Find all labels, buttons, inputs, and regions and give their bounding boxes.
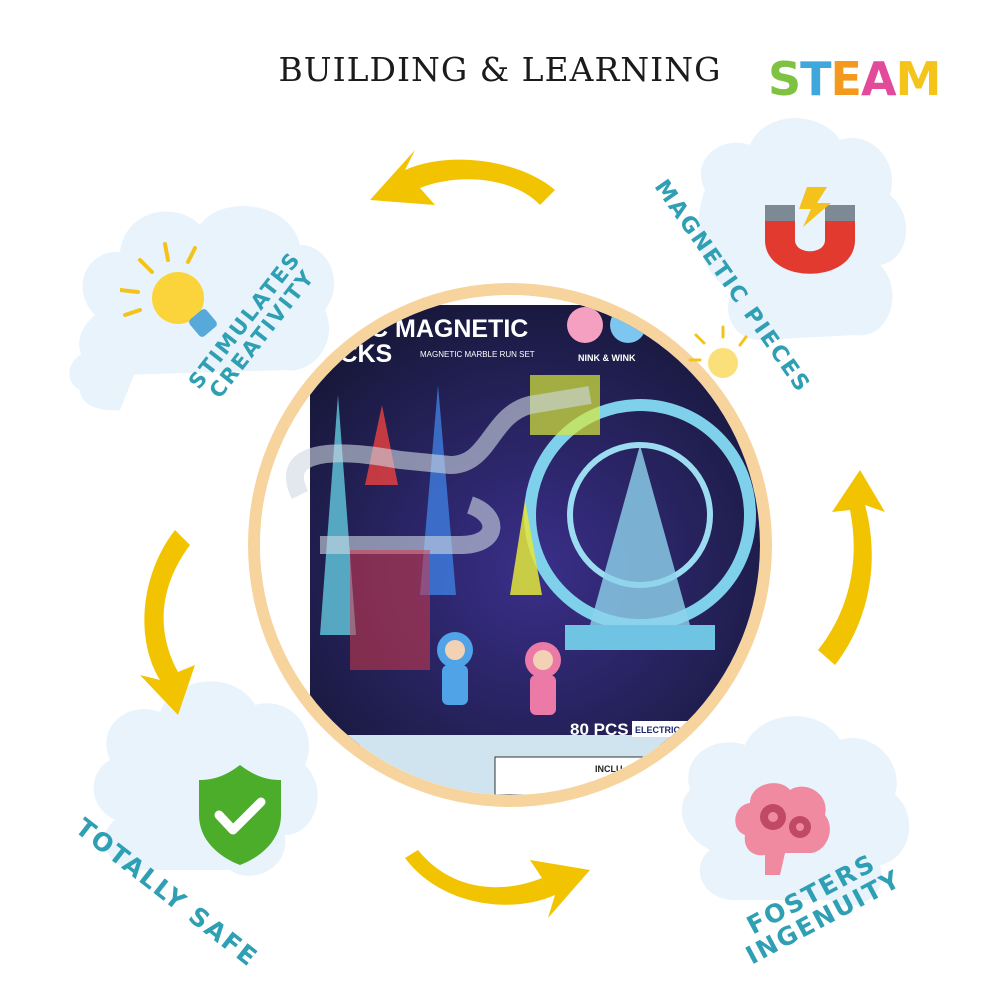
lightbulb-icon (120, 242, 217, 337)
box-badge: ELECTRIC (635, 725, 681, 735)
box-mascot-label: NINK & WINK (578, 353, 636, 363)
box-footer-text: INCLU (595, 764, 623, 774)
page-title: BUILDING & LEARNING (278, 50, 722, 89)
product-box-image: INCLU C MAGNETIC OCKS MAGNETIC MARBLE RU… (260, 295, 760, 795)
small-lightbulb-icon (688, 325, 748, 378)
magnet-icon (765, 187, 855, 274)
steam-letter-a: A (860, 52, 897, 106)
box-title-line-2: OCKS (320, 340, 392, 368)
brain-gears-icon (735, 783, 830, 875)
box-subtitle: MAGNETIC MARBLE RUN SET (420, 350, 535, 359)
steam-letter-m: M (895, 52, 942, 106)
steam-logo: STEAM (768, 52, 942, 106)
shield-check-icon (199, 765, 281, 865)
steam-letter-s: S (768, 52, 801, 106)
steam-letter-e: E (830, 52, 862, 106)
steam-letter-t: T (800, 52, 831, 106)
cloud-top-left (69, 206, 335, 411)
arrow-icon (140, 150, 885, 918)
box-pieces-count: 80 PCS (570, 720, 629, 739)
box-title-line-1: C MAGNETIC (370, 315, 528, 343)
cloud-top-right (698, 118, 907, 341)
